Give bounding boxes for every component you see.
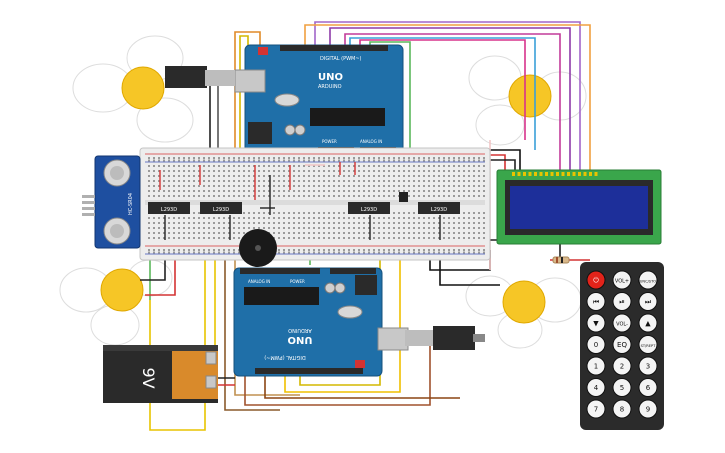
power-header-label: POWER [290,279,305,284]
breadboard-holes [148,157,485,254]
arduino-bottom: ANALOG IN POWER UNO ARDUINO DIGITAL (PWM… [233,267,409,377]
buzzer [239,229,277,267]
remote-button-label: ⏻ [593,277,599,285]
usb-cable-bottom [405,326,485,350]
remote-button-label: ▲ [645,320,651,328]
power-header-label: POWER [322,139,337,144]
remote-button-5-0[interactable]: 4 [586,378,606,397]
remote-button-label: VOL- [616,322,628,328]
remote-button-label: VOL+ [615,279,629,285]
ir-receiver [399,192,408,202]
atmega-chip [310,108,385,126]
remote-button-2-2[interactable]: ▲ [638,313,658,333]
remote-button-0-0[interactable]: ⏻ [586,270,606,290]
remote-button-3-2[interactable]: ST/REPT [638,335,658,354]
remote-button-label: 5 [620,384,624,392]
lcd-pins [512,172,598,176]
propeller-bottom-left [59,259,173,346]
remote-button-label: 8 [620,406,624,414]
remote-button-4-0[interactable]: 1 [586,356,606,376]
remote-button-3-1[interactable]: EQ [612,335,632,354]
lcd-display [496,169,662,245]
remote-button-label: 6 [646,384,651,392]
arduino-bottom-brand: UNO [288,334,313,345]
remote-button-1-1[interactable]: ⏯ [612,292,632,311]
crystal [337,305,363,319]
motor-driver-2: L293D [200,202,242,214]
power-jack [355,275,377,295]
ultrasonic-label: HC-SR04 [128,193,134,215]
remote-button-label: 1 [594,363,598,371]
propeller-top-right [468,55,587,146]
digital-header-label: DIGITAL (PWM~) [320,56,362,62]
analog-header-label: ANALOG IN [248,279,270,284]
remote-button-label: ▼ [593,320,599,328]
propeller-top-left [72,35,194,143]
reset-button[interactable] [258,47,268,55]
remote-button-label: EQ [617,341,627,349]
usb-port [234,69,266,93]
ultrasonic-sensor: HC-SR04 [82,155,141,249]
remote-button-label: ⏯ [619,298,625,306]
remote-button-4-2[interactable]: 3 [638,356,658,376]
remote-button-label: 7 [594,406,598,414]
arduino-top-maker: ARDUINO [318,84,342,90]
power-jack [248,122,272,144]
usb-port [377,327,409,351]
remote-button-0-2[interactable]: FUNC/STOP [638,270,659,290]
arduino-bottom-maker: ARDUINO [288,327,312,333]
remote-button-label: ST/REPT [641,344,657,348]
digital-header [255,368,363,374]
breadboard-jumpers [159,162,441,240]
remote-button-0-1[interactable]: VOL+ [612,270,632,290]
analog-header-label: ANALOG IN [360,139,382,144]
remote-button-label: 2 [620,363,624,371]
reset-button[interactable] [355,360,365,368]
remote-button-label: ⏮ [593,298,599,306]
motor-driver-label: L293D [431,207,447,213]
remote-button-label: 9 [646,406,650,414]
remote-button-label: 4 [594,384,599,392]
resistor [552,256,570,264]
battery-label: 9V [139,367,158,388]
remote-button-2-1[interactable]: VOL- [612,313,632,333]
usb-cable-top [165,66,235,88]
motor-driver-4: L293D [418,202,460,214]
motor-driver-label: L293D [161,207,177,213]
remote-button-6-1[interactable]: 8 [612,399,632,419]
motor-driver-1: L293D [148,202,190,214]
remote-button-6-2[interactable]: 9 [638,399,658,419]
propeller-bottom-right [465,275,582,349]
remote-button-label: 3 [646,363,650,371]
battery-9v: 9V [103,345,218,403]
arduino-top: DIGITAL (PWM~) UNO ARDUINO POWER ANALOG … [234,44,404,154]
crystal [274,93,300,107]
ir-remote: ⏻ VOL+ FUNC/STOP ⏮ ⏯ ⏭ ▼ VOL- ▲ 0 EQ ST/REPT 1 2 3 4 5 6 7… [580,262,664,430]
arduino-top-brand: UNO [318,72,343,83]
remote-button-3-0[interactable]: 0 [586,335,606,354]
remote-button-5-1[interactable]: 5 [612,378,632,397]
remote-button-label: ⏭ [645,298,652,306]
remote-button-5-2[interactable]: 6 [638,378,658,397]
remote-button-6-0[interactable]: 7 [586,399,606,419]
remote-button-1-0[interactable]: ⏮ [586,292,606,311]
digital-header-label: DIGITAL (PWM~) [264,354,306,360]
remote-button-label: 0 [594,341,598,349]
digital-header [280,45,388,51]
motor-driver-3: L293D [348,202,390,214]
atmega-chip [244,287,319,305]
remote-button-label: FUNC/STOP [638,280,659,284]
motor-driver-label: L293D [213,207,229,213]
remote-buttons: ⏻ VOL+ FUNC/STOP ⏮ ⏯ ⏭ ▼ VOL- ▲ 0 EQ ST/REPT 1 2 3 4 5 6 7… [586,270,659,419]
remote-button-4-1[interactable]: 2 [612,356,632,376]
remote-button-1-2[interactable]: ⏭ [638,292,658,311]
remote-button-2-0[interactable]: ▼ [586,313,606,333]
motor-driver-label: L293D [361,207,377,213]
